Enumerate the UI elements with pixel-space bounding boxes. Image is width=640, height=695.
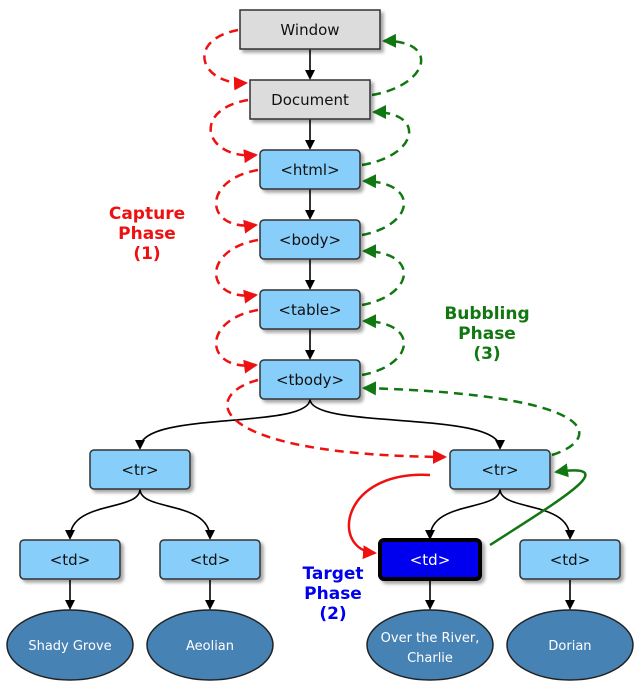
node-html-label: <html> (280, 161, 339, 179)
capture-arrows (203, 28, 447, 464)
node-td-1: <td> (19, 539, 121, 580)
capture-arrow-body-table (215, 238, 259, 304)
bubble-arrow-document-window (371, 33, 423, 97)
edge-tr-right-td-4 (499, 488, 575, 540)
capture-arrow-tbody-tr (226, 378, 447, 464)
capture-label-line2: Phase (118, 224, 176, 244)
leaf-over-the-river: Over the River, Charlie (366, 609, 494, 681)
target-arrow-tr-td (347, 473, 431, 560)
node-tbody-label: <tbody> (276, 371, 344, 389)
leaf-aeolian: Aeolian (146, 609, 274, 681)
edge-tbody-tr-right (309, 398, 505, 450)
node-tr-right-label: <tr> (481, 461, 518, 479)
capture-arrow-html-body (215, 168, 259, 234)
leaf-shady-grove: Shady Grove (6, 609, 134, 681)
node-document: Document (249, 79, 371, 120)
leaf-3-label-line2: Charlie (407, 651, 453, 666)
leaf-1-label: Shady Grove (28, 639, 111, 654)
node-td-4-label: <td> (550, 551, 591, 569)
node-window: Window (239, 9, 381, 50)
node-document-label: Document (271, 91, 349, 109)
bubbling-label-line2: Phase (458, 324, 516, 344)
bubbling-label-line3: (3) (473, 344, 500, 364)
node-body-label: <body> (279, 231, 341, 249)
node-tr-left: <tr> (89, 449, 191, 490)
target-label-line2: Phase (304, 584, 362, 604)
bubbling-arrows (361, 33, 581, 457)
bubble-arrow-table-body (361, 244, 406, 307)
node-td-2-label: <td> (190, 551, 231, 569)
leaf-2-label: Aeolian (186, 639, 234, 654)
bubble-arrow-html-document (361, 105, 411, 167)
node-tbody: <tbody> (259, 359, 361, 400)
bubbling-phase-label: Bubbling Phase (3) (444, 304, 529, 364)
target-label-line1: Target (302, 564, 363, 584)
capture-label-line3: (1) (133, 244, 160, 264)
target-label-line3: (2) (319, 604, 346, 624)
bubbling-label-line1: Bubbling (444, 304, 529, 324)
edge-tr-left-td-2 (139, 488, 215, 540)
capture-label-line1: Capture (109, 204, 185, 224)
node-td-3-target: <td> (378, 538, 482, 581)
node-tr-left-label: <tr> (121, 461, 158, 479)
node-html: <html> (259, 149, 361, 190)
capture-arrow-window-document (203, 28, 248, 91)
bubble-arrow-td-tr (489, 463, 587, 547)
node-td-4: <td> (519, 539, 621, 580)
node-table-label: <table> (278, 301, 341, 319)
node-td-1-label: <td> (50, 551, 91, 569)
node-td-2: <td> (159, 539, 261, 580)
edge-tr-right-td-3 (425, 488, 501, 540)
capture-phase-label: Capture Phase (1) (109, 204, 185, 264)
edge-tbody-tr-left (135, 398, 311, 450)
capture-arrow-table-tbody (215, 308, 259, 374)
bubble-arrow-tbody-table (361, 314, 406, 377)
node-table: <table> (259, 289, 361, 330)
leaf-dorian: Dorian (506, 609, 634, 681)
node-body: <body> (259, 219, 361, 260)
node-td-3-label: <td> (410, 551, 451, 569)
capture-arrow-document-html (209, 98, 258, 164)
bubble-arrow-tr-tbody (362, 381, 581, 457)
target-phase-label: Target Phase (2) (302, 564, 363, 624)
bubble-arrow-body-html (361, 174, 406, 237)
leaf-3-label-line1: Over the River, (381, 631, 480, 646)
tree-connectors (65, 49, 575, 610)
edge-tr-left-td-1 (65, 488, 141, 540)
node-window-label: Window (280, 21, 339, 39)
leaf-4-label: Dorian (548, 639, 591, 654)
node-tr-right: <tr> (449, 449, 551, 490)
